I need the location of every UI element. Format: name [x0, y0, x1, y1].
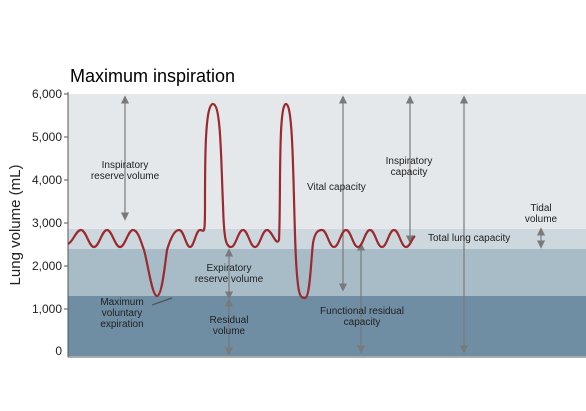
label-inspiratory-reserve-1: Inspiratory — [102, 160, 149, 171]
band-inspiratory — [68, 94, 586, 229]
y-tick-label: 6,000 — [32, 87, 62, 101]
label-residual-1: Residual — [210, 315, 249, 326]
measurement-arrows — [120, 95, 546, 356]
y-tick-label: 1,000 — [32, 302, 62, 316]
y-ticks — [64, 93, 68, 310]
label-inspiratory-capacity-2: capacity — [391, 167, 428, 178]
y-tick-label: 2,000 — [32, 259, 62, 273]
lung-volume-curve — [67, 102, 416, 300]
y-tick-label: 3,000 — [32, 216, 62, 230]
label-functional-residual-1: Functional residual — [320, 306, 404, 317]
label-expiratory-reserve-2: reserve volume — [195, 274, 264, 285]
diagram-title: Maximum inspiration — [70, 66, 235, 86]
band-expiratory — [68, 249, 586, 296]
label-inspiratory-capacity-1: Inspiratory — [386, 156, 433, 167]
y-tick-label: 4,000 — [32, 173, 62, 187]
label-residual-2: volume — [213, 326, 246, 337]
label-vital-capacity: Vital capacity — [307, 182, 366, 193]
band-residual — [68, 296, 586, 356]
label-max-voluntary-1: Maximum — [100, 297, 143, 308]
label-expiratory-reserve-1: Expiratory — [206, 263, 251, 274]
label-total-lung-capacity: Total lung capacity — [428, 233, 510, 244]
label-functional-residual-2: capacity — [344, 317, 381, 328]
label-max-voluntary-2: voluntary — [102, 308, 143, 319]
label-max-voluntary-3: expiration — [100, 319, 143, 330]
y-axis-label: Lung volume (mL) — [7, 165, 24, 286]
y-tick-label: 5,000 — [32, 130, 62, 144]
label-tidal-1: Tidal — [530, 203, 551, 214]
leader-max-voluntary — [151, 297, 173, 306]
label-inspiratory-reserve-2: reserve volume — [91, 171, 160, 182]
y-tick-label: 0 — [55, 344, 62, 358]
label-tidal-2: volume — [525, 214, 558, 225]
